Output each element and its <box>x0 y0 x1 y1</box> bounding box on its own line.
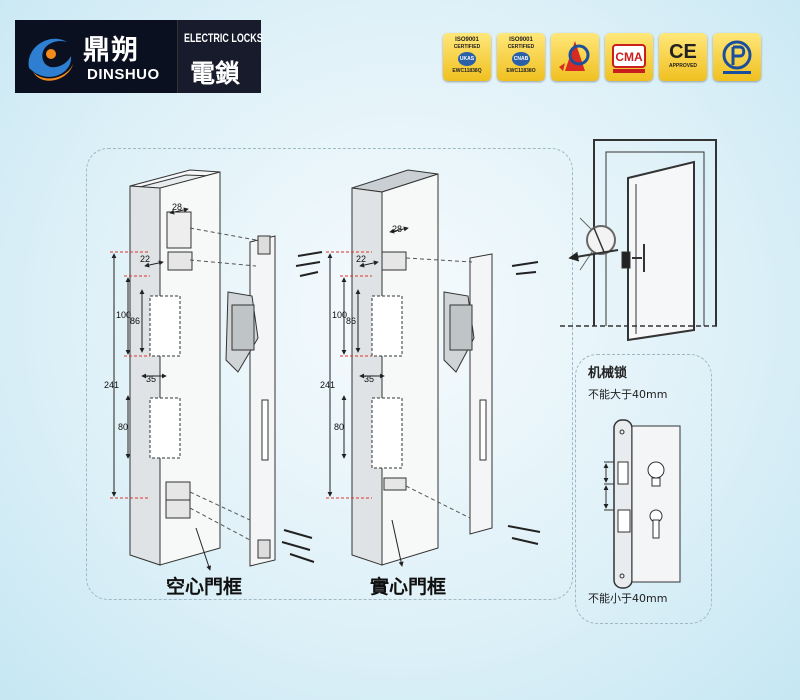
cma-icon: CMA <box>612 44 646 73</box>
badge-seal: CNAB <box>512 52 530 66</box>
cma-text: CMA <box>615 50 643 64</box>
product-certification-badge <box>713 33 761 81</box>
iso-certified-badge-cnab: ISO9001 CERTIFIED CNAB EWC11838O <box>497 33 545 81</box>
solid-frame-label: 實心門框 <box>370 576 447 598</box>
brand-product-block: ELECTRIC LOCKS 電鎖 <box>177 20 263 93</box>
badge-code: EWC11838Q <box>452 68 482 74</box>
cma-badge: CMA <box>605 33 653 81</box>
hollow-strike-plate <box>225 235 276 567</box>
hollow-dim-depth: 35 <box>146 374 156 384</box>
brand-left-block: 鼎朔 DINSHUO <box>15 20 175 93</box>
solid-dim-width-strike: 22 <box>356 254 366 264</box>
solid-dim-height-lower: 80 <box>334 422 344 432</box>
solid-dimension-lines <box>326 251 372 499</box>
badge-line2: CERTIFIED <box>507 44 535 50</box>
hollow-frame-label: 空心門框 <box>166 576 243 598</box>
solid-dim-width-top: 28 <box>392 224 402 234</box>
ce-mark-text: CE <box>669 41 697 63</box>
solid-dimension-arrows <box>327 226 409 497</box>
badge-seal: UKAS <box>458 52 476 66</box>
mechanical-lock-title: 机械锁 <box>588 366 628 381</box>
hollow-dim-height-a: 100 <box>116 310 131 320</box>
max-distance-note: 不能大于40mm <box>588 388 668 401</box>
hollow-dim-height-total: 241 <box>104 380 119 390</box>
hollow-dim-width-strike: 22 <box>140 254 150 264</box>
hollow-dimension-arrows <box>111 207 189 497</box>
solid-dim-height-a: 100 <box>332 310 347 320</box>
brand-logo: 鼎朔 DINSHUO ELECTRIC LOCKS 電鎖 <box>15 20 263 93</box>
certification-p-icon <box>722 40 752 74</box>
brand-english-name: DINSHUO <box>87 66 160 83</box>
label-pointers <box>195 519 404 571</box>
hollow-dimension-lines <box>110 251 150 499</box>
mounting-screws <box>281 251 541 563</box>
mortise-lock-illustration <box>603 419 681 589</box>
solid-dim-depth: 35 <box>364 374 374 384</box>
ce-approved-text: APPROVED <box>668 63 698 69</box>
solid-dim-height-total: 241 <box>320 380 335 390</box>
badge-line2: CERTIFIED <box>453 44 481 50</box>
badge-line1: ISO9001 <box>455 37 479 43</box>
door-illustration <box>560 139 720 342</box>
min-distance-note: 不能小于40mm <box>588 592 668 605</box>
hollow-dim-width-top: 28 <box>172 202 182 212</box>
solid-dim-height-b: 86 <box>346 316 356 326</box>
frame-installation-panel <box>86 148 573 600</box>
mechanical-lock-panel <box>575 354 712 624</box>
brand-emblem-icon <box>28 38 73 81</box>
brand-chinese-name: 鼎朔 <box>83 35 139 66</box>
badge-code: EWC11838O <box>506 68 536 74</box>
quality-mark-icon <box>559 41 590 71</box>
hollow-dim-height-b: 86 <box>130 316 140 326</box>
solid-strike-plate <box>443 253 493 535</box>
hollow-door-frame <box>129 169 221 566</box>
alignment-lines <box>189 227 473 541</box>
hollow-dim-height-lower: 80 <box>118 422 128 432</box>
product-chinese-name: 電鎖 <box>190 59 241 88</box>
quality-mark-badge <box>551 33 599 81</box>
product-english-name: ELECTRIC LOCKS <box>184 33 263 45</box>
ce-approved-badge: CE APPROVED <box>659 33 707 81</box>
badge-line1: ISO9001 <box>509 37 533 43</box>
iso-certified-badge-ukas: ISO9001 CERTIFIED UKAS EWC11838Q <box>443 33 491 81</box>
